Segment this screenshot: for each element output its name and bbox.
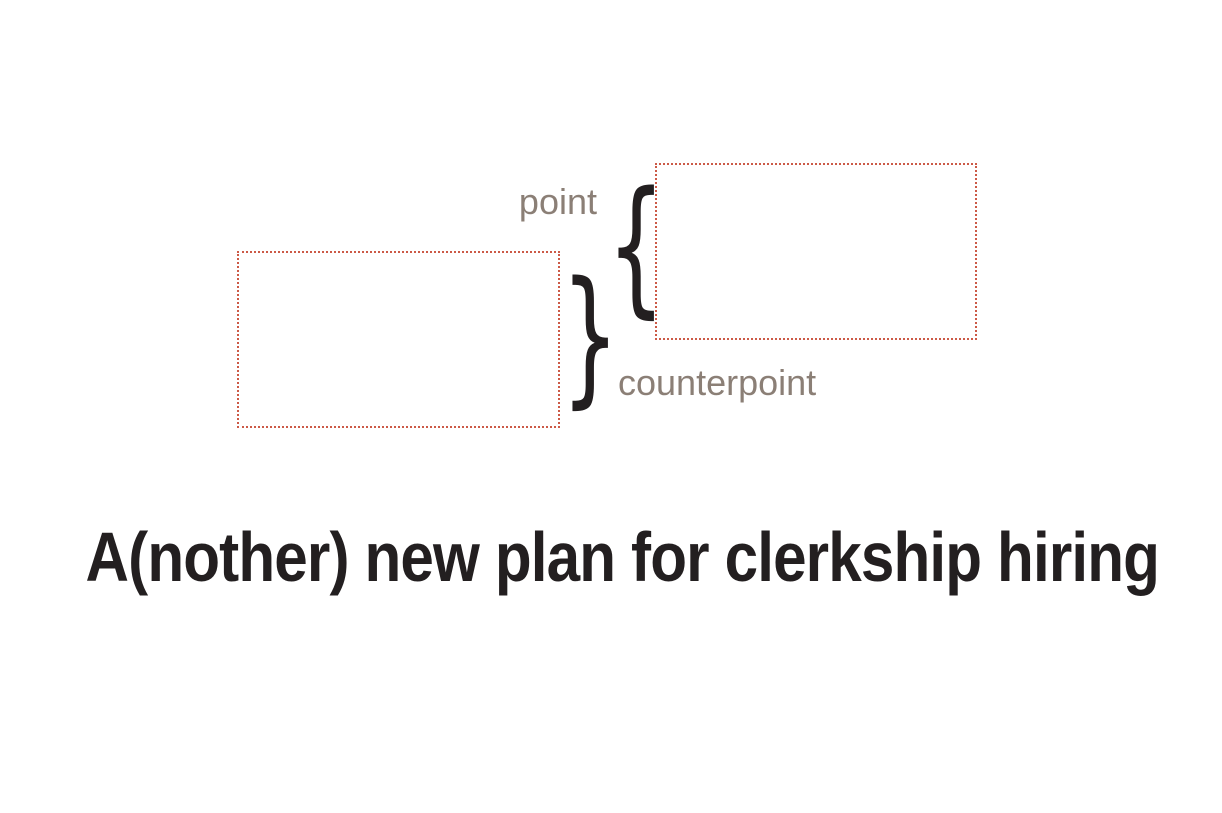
page-title: A(nother) new plan for clerkship hiring — [85, 518, 1160, 596]
counterpoint-label: counterpoint — [618, 362, 817, 403]
open-brace-icon: { — [607, 160, 666, 332]
point-label: point — [518, 181, 597, 222]
close-brace-icon: } — [561, 250, 620, 422]
counterpoint-dotted-box — [237, 251, 560, 428]
point-dotted-box — [655, 163, 977, 340]
